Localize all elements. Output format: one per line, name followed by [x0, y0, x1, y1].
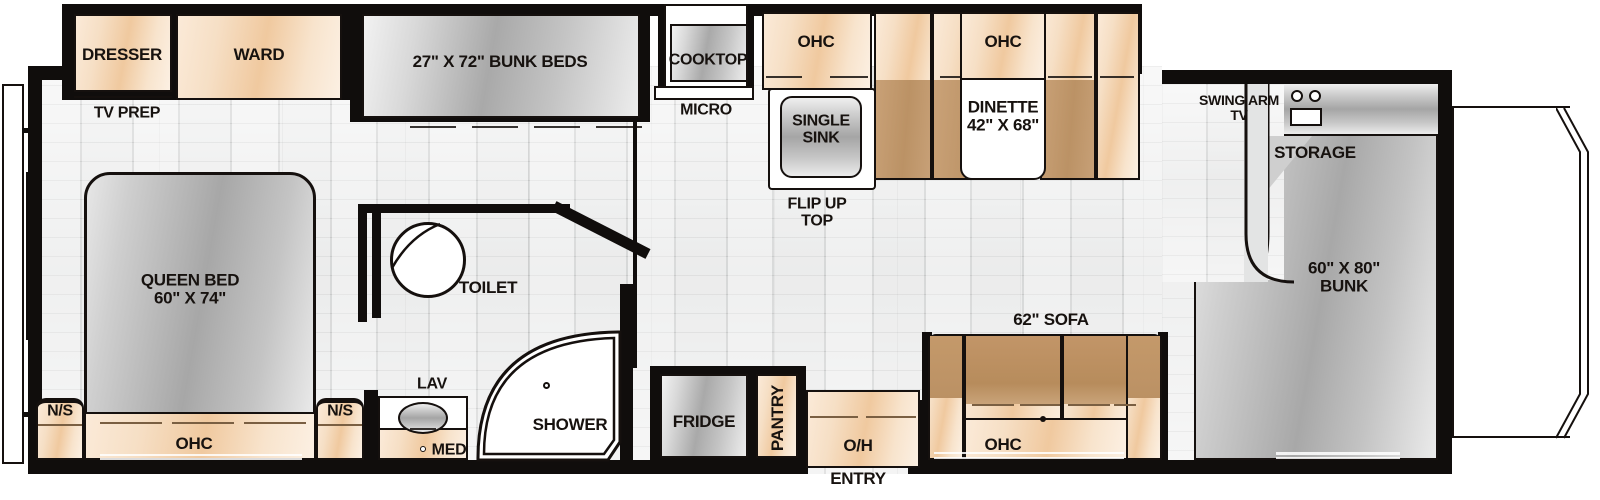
rear-bunk-bottom-trim [1276, 452, 1400, 455]
dinette-seat-right2-back[interactable] [1096, 12, 1140, 180]
wall-left-exterior [28, 66, 42, 474]
oven-icon [1290, 108, 1322, 126]
sofa-seam-2 [1020, 404, 1060, 406]
toilet[interactable] [390, 222, 466, 298]
burner-left-icon [1291, 90, 1303, 102]
cab-nose-middle-svg [1579, 190, 1589, 350]
sofa-arm-right-top [1128, 336, 1160, 398]
wall-rear-bottom [1182, 460, 1452, 474]
sofa-arm-left-top [930, 336, 962, 398]
rear-bunk-bottom-trim2 [1276, 457, 1400, 459]
ohc-bedroom[interactable] [84, 412, 316, 460]
sofa-arm-left-wall [922, 332, 932, 464]
door-swing-svg [551, 201, 651, 259]
oh-entry-cabinet[interactable] [806, 390, 920, 468]
wall-shower-right [620, 284, 633, 464]
wall-toilet-door-swing [551, 200, 654, 260]
ohc-dinette[interactable] [960, 12, 1046, 80]
slideout-left-arm-top [22, 128, 34, 133]
sofa-base-trim-1 [934, 452, 1124, 454]
single-sink[interactable] [780, 96, 862, 178]
oh-entry-seam-right [866, 416, 916, 418]
sofa-seam-4 [1114, 404, 1136, 406]
sofa-seam-1 [972, 404, 1014, 406]
storage-notch-curve-svg [1244, 84, 1295, 284]
bunk-edge-3 [534, 126, 580, 128]
ohc-bedroom-seam-1 [100, 422, 162, 424]
dinette-right-seam [1048, 76, 1092, 78]
dinette-seat-left-cushion [876, 80, 930, 178]
cab-nose-lower [1555, 346, 1600, 440]
rear-counter-panel[interactable] [1328, 84, 1438, 134]
ward[interactable] [176, 14, 342, 100]
nightstand-right[interactable] [316, 398, 364, 460]
pantry[interactable] [756, 374, 798, 458]
cab-nose-upper-svg [1555, 107, 1589, 196]
cab-nose-middle [1578, 190, 1600, 350]
cooktop[interactable] [670, 24, 748, 82]
sofa-back-right [1064, 336, 1126, 404]
wall-bottom-left [28, 460, 808, 474]
slideout-left-arm-bottom [22, 412, 34, 417]
dinette-seat-right-cushion [1042, 80, 1094, 178]
sofa-center-pin [1040, 416, 1046, 422]
dresser[interactable] [74, 14, 172, 92]
sofa-arm-right-wall [1158, 332, 1168, 464]
toilet-seat-svg [390, 222, 441, 269]
ohc-kitchen-door-1 [766, 76, 802, 78]
wall-rear-left-jog [1162, 70, 1188, 84]
ohc-kitchen[interactable] [762, 12, 872, 90]
shower[interactable] [470, 330, 622, 462]
storage-notch-curve-outline [1244, 82, 1314, 286]
cab-nose-upper [1555, 106, 1600, 196]
sofa-base-trim-2 [934, 457, 1124, 459]
ohc-bedroom-base-2 [100, 458, 302, 460]
wall-top-left-return [36, 66, 70, 80]
nightstand-left-trim [38, 424, 82, 426]
bunk-edge-4 [596, 126, 642, 128]
ohc-bedroom-base-1 [100, 454, 302, 456]
wall-dinette-top [872, 4, 1140, 12]
nightstand-right-trim [318, 424, 362, 426]
wall-toilet-left [358, 204, 367, 322]
ohc-bedroom-seam-2 [172, 422, 234, 424]
shower-drain-icon [543, 382, 550, 389]
fridge[interactable] [660, 374, 748, 458]
bunk-edge-2 [472, 126, 518, 128]
sofa-seam-3 [1068, 404, 1110, 406]
ohc-bedroom-seam-3 [244, 422, 306, 424]
toilet-seat-detail [390, 222, 466, 298]
bunk-edge-1 [410, 126, 456, 128]
wall-toilet-left2 [372, 212, 381, 318]
burner-right-icon [1309, 90, 1321, 102]
nightstand-left[interactable] [36, 398, 84, 460]
wall-ohc-kitchen-top [758, 4, 876, 12]
dinette-right2-seam [1100, 76, 1134, 78]
slideout-left [2, 84, 24, 464]
storage-notch-fill [1162, 84, 1252, 282]
slideout-left-rail [26, 172, 32, 340]
sofa-back-left [966, 336, 1060, 404]
dresser-door-line [74, 96, 172, 98]
bunk-beds[interactable] [362, 14, 640, 118]
ohc-kitchen-door-2 [830, 76, 868, 78]
wall-rear-right [1438, 70, 1452, 474]
wall-lav-left [364, 390, 378, 460]
shower-svg [476, 330, 622, 462]
cab-nose-lower-svg [1555, 348, 1589, 439]
wall-toilet-top [358, 204, 570, 213]
cab-outline [1452, 106, 1570, 438]
med-knob-icon [420, 446, 426, 452]
lav-faucet-line [410, 428, 436, 430]
micro[interactable] [654, 86, 754, 100]
queen-bed[interactable] [84, 172, 316, 440]
wall-rear-top [1182, 70, 1452, 84]
oh-entry-seam-left [810, 416, 858, 418]
